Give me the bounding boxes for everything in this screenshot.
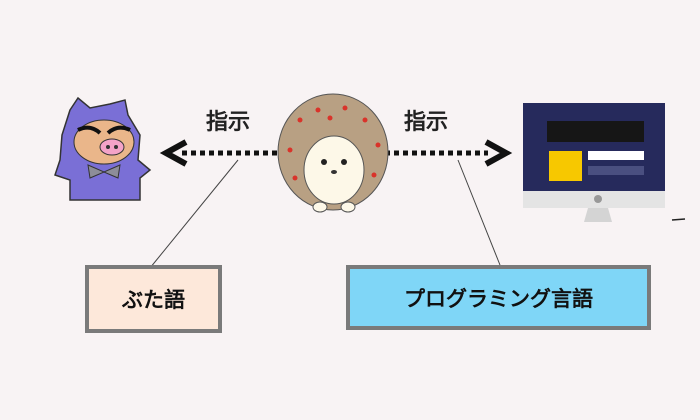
leader-line-left xyxy=(149,159,239,269)
hedgehog-character-icon xyxy=(277,93,389,213)
instruction-label-right: 指示 xyxy=(404,110,449,135)
instruction-label-left: 指示 xyxy=(206,110,251,135)
pig-language-box: ぶた語 xyxy=(85,265,222,333)
arrow-left xyxy=(159,139,282,167)
arrow-right xyxy=(385,139,513,167)
computer-monitor-icon xyxy=(523,103,686,222)
programming-language-box: プログラミング言語 xyxy=(346,265,651,330)
leader-line-right xyxy=(457,159,501,266)
pig-character-icon xyxy=(54,96,152,201)
